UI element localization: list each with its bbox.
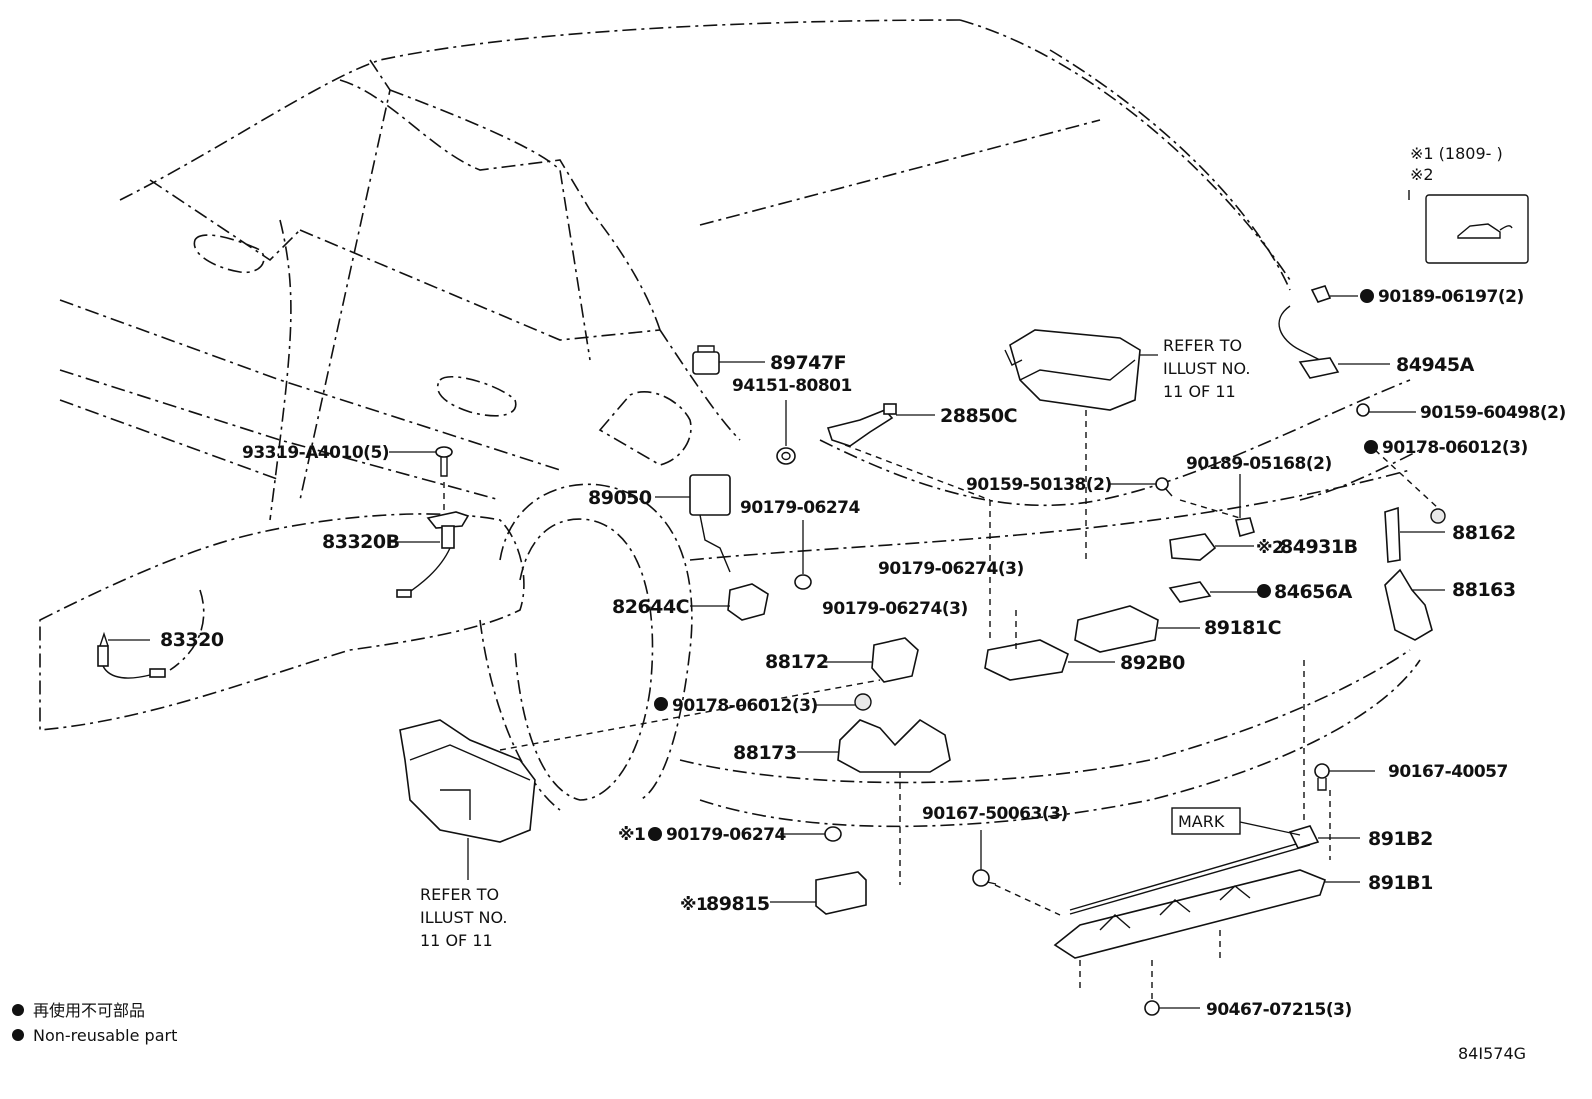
label-90159-50138[interactable]: 90159-50138(2) (966, 475, 1112, 495)
label-84656A[interactable]: 84656A (1274, 581, 1353, 603)
label-90467-07215[interactable]: 90467-07215(3) (1206, 1000, 1352, 1020)
part-rear-module-housing[interactable] (1004, 329, 1158, 411)
diagram-code: 84I574G (1458, 1044, 1526, 1063)
label-89747F[interactable]: 89747F (770, 352, 847, 374)
label-90178-06012-a[interactable]: 90178-06012(3) (672, 696, 818, 716)
label-88172[interactable]: 88172 (765, 651, 829, 673)
part-90189-06197-clip[interactable] (1310, 285, 1358, 303)
legend-en: Non-reusable part (33, 1026, 177, 1045)
part-94151-80801-nut[interactable] (776, 400, 796, 465)
non-reusable-dot-icon (12, 1029, 24, 1041)
part-89815-module[interactable] (770, 871, 867, 915)
label-89050[interactable]: 89050 (588, 487, 652, 509)
label-89815[interactable]: 89815 (706, 893, 770, 915)
mark-box-label: MARK (1178, 812, 1225, 831)
part-90467-07215-clip[interactable] (1144, 960, 1200, 1016)
variant-note-1: ※1 (1809- ) (1410, 144, 1503, 163)
label-88173[interactable]: 88173 (733, 742, 797, 764)
label-89181C[interactable]: 89181C (1204, 617, 1282, 639)
part-labels: 89747F 94151-80801 28850C 93319-A4010(5)… (160, 144, 1566, 1020)
label-90178-06012-b[interactable]: 90178-06012(3) (1382, 438, 1528, 458)
label-82644C[interactable]: 82644C (612, 596, 690, 618)
part-83320-sensor[interactable] (97, 631, 166, 679)
part-84931B-switch[interactable] (1169, 533, 1254, 561)
part-88172-sensor[interactable] (825, 637, 919, 683)
non-reusable-dot-icon (1257, 584, 1271, 598)
variant-note-2: ※2 (1410, 165, 1434, 184)
part-892B0-ecu[interactable] (984, 639, 1115, 681)
part-90189-05168-clip[interactable] (1235, 474, 1255, 537)
part-891B2-rail[interactable] (1069, 825, 1360, 915)
label-83320[interactable]: 83320 (160, 629, 224, 651)
label-88162[interactable]: 88162 (1452, 522, 1516, 544)
refer-left-line3: 11 OF 11 (420, 931, 493, 950)
label-28850C[interactable]: 28850C (940, 405, 1018, 427)
part-90179-06274-nut-x1[interactable] (780, 826, 842, 842)
non-reusable-dot-icon (654, 697, 668, 711)
part-891B1-bracket[interactable] (1053, 869, 1360, 959)
vehicle-body-outline (39, 19, 1421, 828)
part-90159-50138-bolt[interactable] (1110, 477, 1173, 497)
variant-box (1425, 194, 1529, 264)
refer-left-line2: ILLUST NO. (420, 908, 507, 927)
label-90167-40057[interactable]: 90167-40057 (1388, 762, 1508, 782)
part-90167-40057-bolt[interactable] (1314, 763, 1375, 791)
label-mark2-a: ※2 (1256, 538, 1283, 558)
refer-center-line3: 11 OF 11 (1163, 382, 1236, 401)
non-reusable-dot-icon (12, 1004, 24, 1016)
part-88163-bracket[interactable] (1384, 568, 1445, 641)
part-84656A-switch[interactable] (1168, 581, 1262, 603)
part-90179-06274-nut[interactable] (794, 520, 812, 590)
label-mark1-b: ※1 (680, 895, 707, 915)
legend-jp: 再使用不可部品 (33, 1001, 145, 1020)
part-90159-60498-bolt[interactable] (1356, 403, 1416, 417)
part-93319-A4010-screw[interactable] (389, 446, 453, 477)
refer-left-line1: REFER TO (420, 885, 499, 904)
part-89747F-connector[interactable] (692, 345, 765, 375)
label-94151-80801[interactable]: 94151-80801 (732, 376, 852, 396)
refer-center-line2: ILLUST NO. (1163, 359, 1250, 378)
label-90167-50063[interactable]: 90167-50063(3) (922, 804, 1068, 824)
label-90179-06274-d[interactable]: 90179-06274 (666, 825, 787, 845)
label-88163[interactable]: 88163 (1452, 579, 1516, 601)
label-84945A[interactable]: 84945A (1396, 354, 1475, 376)
part-83320B-sensor[interactable] (388, 482, 470, 598)
label-90179-06274-c[interactable]: 90179-06274(3) (822, 599, 968, 619)
legend: 再使用不可部品 Non-reusable part (12, 1001, 177, 1045)
label-891B1[interactable]: 891B1 (1368, 872, 1433, 894)
non-reusable-dot-icon (1364, 440, 1378, 454)
part-left-junction-block[interactable] (399, 719, 536, 880)
label-83320B[interactable]: 83320B (322, 531, 400, 553)
label-892B0[interactable]: 892B0 (1120, 652, 1186, 674)
part-89050-module[interactable] (655, 474, 731, 573)
part-89181C-ecu[interactable] (1074, 605, 1200, 653)
label-mark1-a: ※1 (618, 825, 645, 845)
part-88173-bracket[interactable] (797, 718, 951, 773)
part-90178-06012-nut-b[interactable] (1374, 449, 1446, 524)
label-90189-05168[interactable]: 90189-05168(2) (1186, 454, 1332, 474)
label-93319-A4010[interactable]: 93319-A4010(5) (242, 443, 390, 463)
part-82644C-connector[interactable] (690, 583, 769, 621)
mark-callout (1171, 807, 1301, 836)
label-90179-06274-a[interactable]: 90179-06274 (740, 498, 861, 518)
part-90178-06012-nut[interactable] (815, 693, 872, 711)
label-84931B[interactable]: 84931B (1280, 536, 1358, 558)
part-28850C-bracket[interactable] (826, 403, 935, 447)
part-90167-50063-bolt[interactable] (972, 830, 997, 887)
refer-center-line1: REFER TO (1163, 336, 1242, 355)
assembly-guide-lines (499, 410, 1331, 990)
vehicle-silhouette-icon (1457, 223, 1513, 239)
non-reusable-dot-icon (1360, 289, 1374, 303)
label-90159-60498[interactable]: 90159-60498(2) (1420, 403, 1566, 423)
label-90189-06197[interactable]: 90189-06197(2) (1378, 287, 1524, 307)
part-84945A-harness[interactable] (1278, 305, 1390, 379)
non-reusable-dot-icon (648, 827, 662, 841)
part-88162-bracket[interactable] (1384, 506, 1445, 563)
label-90179-06274-b[interactable]: 90179-06274(3) (878, 559, 1024, 579)
label-891B2[interactable]: 891B2 (1368, 828, 1433, 850)
